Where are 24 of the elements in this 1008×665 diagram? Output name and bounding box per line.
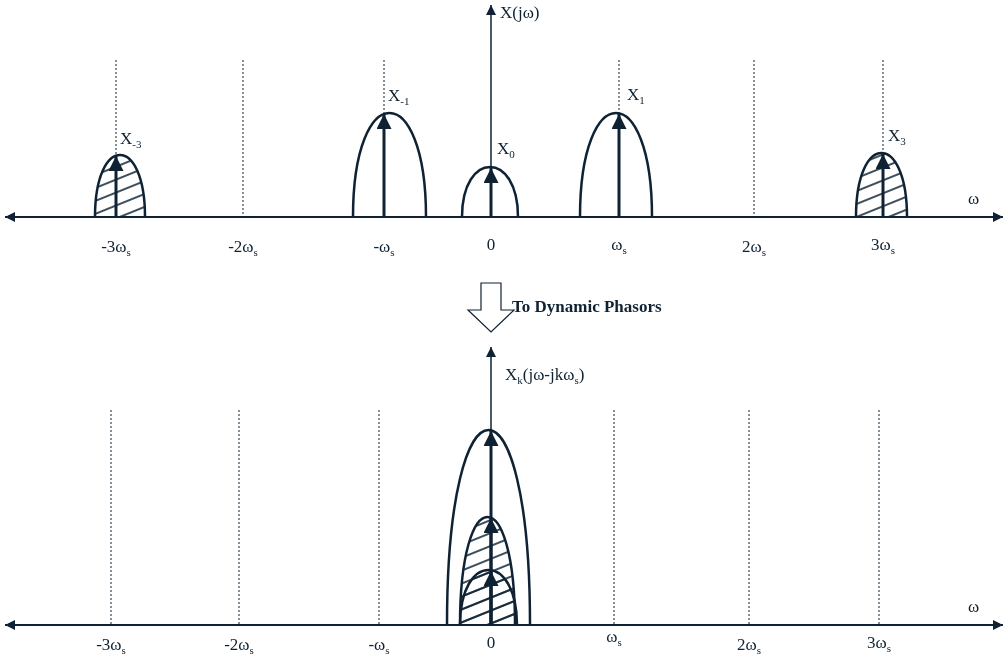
peak-label: X$_{-3}$	[120, 130, 142, 151]
axis-label: ω	[968, 598, 980, 617]
peak-label: X$_{0}$	[497, 140, 515, 161]
peak-label: X$_{3}$	[888, 127, 906, 148]
tick-label: 2ω$_{s}$	[742, 238, 766, 259]
peak-label: X$_{-1}$	[388, 87, 410, 108]
tick-label: 3ω$_{s}$	[867, 634, 891, 655]
tick-label: ω$_{s}$	[606, 628, 622, 649]
tick-label: -2ω$_{s}$	[228, 238, 258, 259]
tick-label: -2ω$_{s}$	[224, 636, 254, 657]
axis-label: X(jω)	[500, 4, 540, 23]
annotation-text: To Dynamic Phasors	[512, 298, 662, 317]
axis-label: ω	[968, 190, 980, 209]
tick-label: ω$_{s}$	[611, 236, 627, 257]
tick-label: 0	[486, 634, 496, 653]
peak-label: X$_{1}$	[627, 86, 645, 107]
tick-label: -3ω$_{s}$	[96, 636, 126, 657]
tick-label: 3ω$_{s}$	[871, 236, 895, 257]
tick-label: -3ω$_{s}$	[101, 238, 131, 259]
tick-label: -ω$_{s}$	[373, 238, 395, 259]
tick-label: 2ω$_{s}$	[737, 636, 761, 657]
tick-label: -ω$_{s}$	[368, 636, 390, 657]
axis-label: X$_{k}$(jω-jkω$_{s}$)	[505, 366, 585, 387]
tick-label: 0	[486, 236, 496, 255]
